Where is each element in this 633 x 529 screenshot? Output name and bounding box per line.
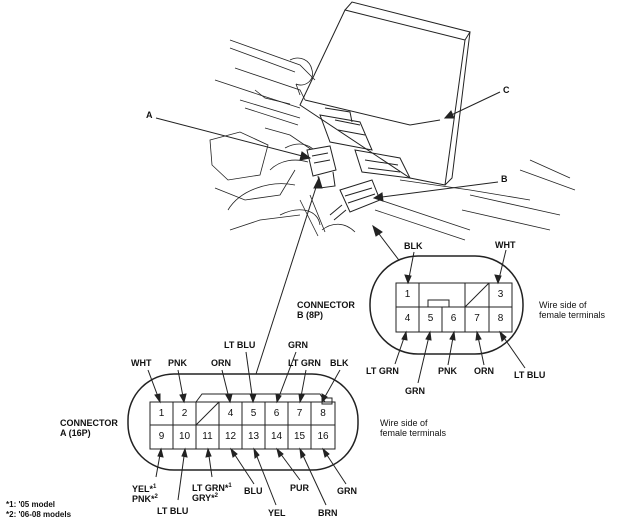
connector-b-side-note-1: Wire side of <box>539 300 587 310</box>
connector-a-wire-lt-blu-bottom: LT BLU <box>157 506 189 516</box>
connector-a-wire-brn: BRN <box>318 508 338 518</box>
connector-a-pin: 14 <box>270 431 283 442</box>
connector-a-pin: 7 <box>296 408 303 419</box>
connector-b-illustration <box>329 179 381 221</box>
callout-a: A <box>146 110 153 120</box>
connector-a-pin: 10 <box>178 431 191 442</box>
connector-a-wire-orn: ORN <box>211 358 231 368</box>
connector-a-title: CONNECTOR <box>60 418 118 428</box>
connector-a-pin: 13 <box>247 431 260 442</box>
connector-a-pin: 4 <box>227 408 234 419</box>
connector-a-pin: 12 <box>224 431 237 442</box>
connector-b-wire-pnk: PNK <box>438 366 458 376</box>
connector-a-wire-pur: PUR <box>290 483 310 493</box>
connector-b-title: CONNECTOR <box>297 300 355 310</box>
footnote-2: *2: '06-08 models <box>6 510 72 519</box>
connector-b-pin: 5 <box>427 313 434 324</box>
connector-b-wire-grn: GRN <box>405 386 425 396</box>
connector-a-wire-grn-top: GRN <box>288 340 308 350</box>
control-unit-illustration <box>299 1 471 186</box>
connector-a-pin: 5 <box>250 408 257 419</box>
connector-a-leaders <box>147 351 347 506</box>
connector-b-pin: 6 <box>450 313 457 324</box>
connector-a-wire-blu: BLU <box>244 486 263 496</box>
connector-a-wire-wht: WHT <box>131 358 152 368</box>
callout-c: C <box>503 85 510 95</box>
callout-b: B <box>501 174 508 184</box>
connector-b-pin: 1 <box>404 289 411 300</box>
connector-b-wire-lt-blu: LT BLU <box>514 370 546 380</box>
connector-a-side-note-1: Wire side of <box>380 418 428 428</box>
connector-a-wire-grn-bottom: GRN <box>337 486 357 496</box>
connector-a-wire-gry-06-08: GRY*2 <box>192 493 219 503</box>
connector-a-pin: 6 <box>273 408 280 419</box>
connector-b-leaders <box>394 249 526 384</box>
connector-b-pin: 7 <box>474 313 480 324</box>
connector-b-wire-orn: ORN <box>474 366 494 376</box>
connector-a-pin: 1 <box>158 408 165 419</box>
connector-b-wire-lt-grn: LT GRN <box>366 366 399 376</box>
connector-b-side-note-2: female terminals <box>539 310 606 320</box>
connector-a-pin: 9 <box>158 431 165 442</box>
connector-a-wire-pnk-06-08: PNK*2 <box>132 494 158 504</box>
connector-a-pin: 15 <box>293 431 306 442</box>
connector-a-pin: 16 <box>317 431 329 442</box>
connector-a-illustration <box>306 145 337 189</box>
connector-b-pin: 4 <box>404 313 411 324</box>
connector-a-wire-yel: YEL <box>268 508 286 518</box>
footnote-1: *1: '05 model <box>6 500 56 509</box>
connector-b-pin: 8 <box>497 313 504 324</box>
connector-a-pin: 2 <box>181 408 188 419</box>
connector-a-side-note-2: female terminals <box>380 428 447 438</box>
connector-a-pin: 8 <box>320 408 326 419</box>
connector-a-subtitle: A (16P) <box>60 428 91 438</box>
connector-b-wire-blk: BLK <box>404 241 423 251</box>
connector-a-pin: 11 <box>202 431 213 442</box>
connector-a-wire-yel-05: YEL*1 <box>132 484 157 494</box>
connector-a-wire-lt-blu-top: LT BLU <box>224 340 256 350</box>
connector-b-subtitle: B (8P) <box>297 310 324 320</box>
engine-bay-background <box>209 39 576 241</box>
connector-a-wire-lt-grn-05: LT GRN*1 <box>192 483 232 493</box>
connector-b-wire-wht: WHT <box>495 240 516 250</box>
connector-b-pin: 3 <box>497 289 504 300</box>
connector-a-wire-pnk: PNK <box>168 358 188 368</box>
connector-a-wire-lt-grn-top: LT GRN <box>288 358 321 368</box>
connector-a-wire-blk: BLK <box>330 358 349 368</box>
